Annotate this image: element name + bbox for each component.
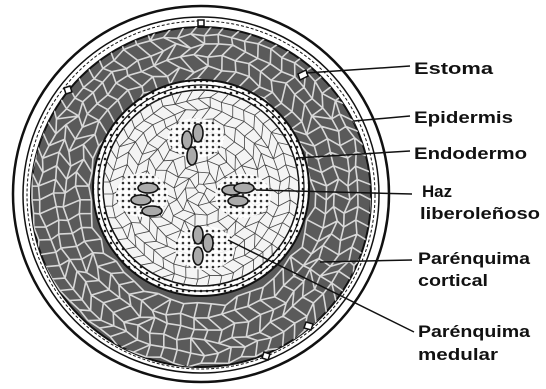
label-parenquima-cortical-2: cortical: [418, 271, 488, 290]
label-epidermis: Epidermis: [414, 108, 513, 127]
vascular-bundle-left: [116, 173, 168, 217]
label-estoma: Estoma: [414, 59, 494, 78]
labels: Estoma Epidermis Endodermo Haz liberoleñ…: [414, 59, 540, 364]
label-haz: Haz: [422, 182, 452, 201]
label-parenquima-cortical-1: Parénquima: [418, 249, 531, 268]
label-parenquima-medular-2: medular: [418, 345, 498, 364]
vascular-bundle-right: [215, 174, 271, 218]
label-endodermo: Endodermo: [414, 144, 527, 163]
vascular-bundle-bottom: [175, 226, 235, 270]
label-liberolenoso: liberoleñoso: [420, 204, 540, 223]
label-parenquima-medular-1: Parénquima: [418, 322, 531, 341]
